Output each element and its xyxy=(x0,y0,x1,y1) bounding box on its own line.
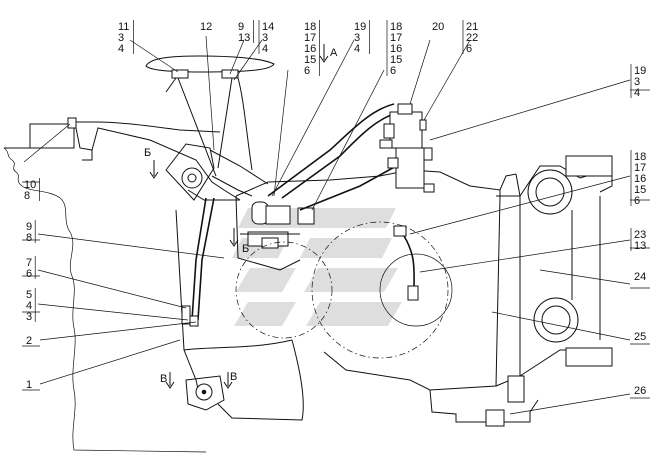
callout-number: 15 xyxy=(634,184,646,196)
callout-number: 9 xyxy=(26,221,32,233)
callout-number: 3 xyxy=(26,311,32,323)
callout-number: 17 xyxy=(390,32,402,44)
callout-number: 8 xyxy=(24,190,30,202)
callout-number: 14 xyxy=(262,21,274,33)
callout-number: 4 xyxy=(634,87,640,99)
callout-number: 16 xyxy=(304,43,316,55)
callout-number: 4 xyxy=(26,300,32,312)
section-label-b-upper: Б xyxy=(144,147,151,159)
watermark-logo xyxy=(232,208,402,326)
callout-number: 3 xyxy=(118,32,124,44)
callout-number: 15 xyxy=(390,54,402,66)
callout-number: 12 xyxy=(200,21,212,33)
callout-number: 6 xyxy=(466,43,472,55)
section-label-b-lower: Б xyxy=(242,243,249,255)
callout-number: 22 xyxy=(466,32,478,44)
callout-number: 18 xyxy=(304,21,316,33)
callout-number: 25 xyxy=(634,331,646,343)
callout-number: 5 xyxy=(26,289,32,301)
callout-number: 4 xyxy=(354,43,360,55)
pivot-circles xyxy=(235,221,453,359)
callout-number: 7 xyxy=(26,257,32,269)
callout-number: 2 xyxy=(26,335,32,347)
callout-number: 26 xyxy=(634,385,646,397)
callout-number: 6 xyxy=(26,268,32,280)
callout-number: 8 xyxy=(26,232,32,244)
callout-number: 23 xyxy=(634,229,646,241)
top-plate xyxy=(145,55,275,177)
callout-number: 16 xyxy=(634,173,646,185)
callout-number: 18 xyxy=(634,151,646,163)
valve-block xyxy=(379,103,435,193)
callout-number: 17 xyxy=(304,32,316,44)
callout-number: 19 xyxy=(354,21,366,33)
section-markers xyxy=(149,44,329,389)
callout-number: 9 xyxy=(238,21,244,33)
callout-number: 10 xyxy=(24,179,36,191)
view-label-a: А xyxy=(330,47,338,59)
callout-number: 13 xyxy=(634,240,646,252)
callout-number: 6 xyxy=(304,65,310,77)
callout-number: 13 xyxy=(238,32,250,44)
callout-number: 3 xyxy=(262,32,268,44)
callout-number: 15 xyxy=(304,54,316,66)
callout-number: 6 xyxy=(390,65,396,77)
callout-number: 4 xyxy=(118,43,124,55)
callout-number: 3 xyxy=(634,76,640,88)
callout-number: 6 xyxy=(634,195,640,207)
lower-pivot xyxy=(181,305,225,411)
callout-number: 3 xyxy=(354,32,360,44)
center-housing xyxy=(235,169,517,271)
section-label-v-left: В xyxy=(160,373,167,385)
callout-number: 18 xyxy=(390,21,402,33)
callout-number: 17 xyxy=(634,162,646,174)
callout-number: 21 xyxy=(466,21,478,33)
callout-number: 16 xyxy=(390,43,402,55)
callout-number: 24 xyxy=(634,271,646,283)
left-bracket xyxy=(29,117,221,149)
callout-number: 20 xyxy=(432,21,444,33)
callout-number: 11 xyxy=(118,21,129,33)
callout-number: 1 xyxy=(26,379,32,391)
leader-lines xyxy=(22,35,650,415)
callout-number: 19 xyxy=(634,65,646,77)
section-label-v-right: В xyxy=(230,371,237,383)
right-housing xyxy=(323,155,613,427)
main-arm xyxy=(165,143,269,201)
callout-number: 4 xyxy=(262,43,268,55)
